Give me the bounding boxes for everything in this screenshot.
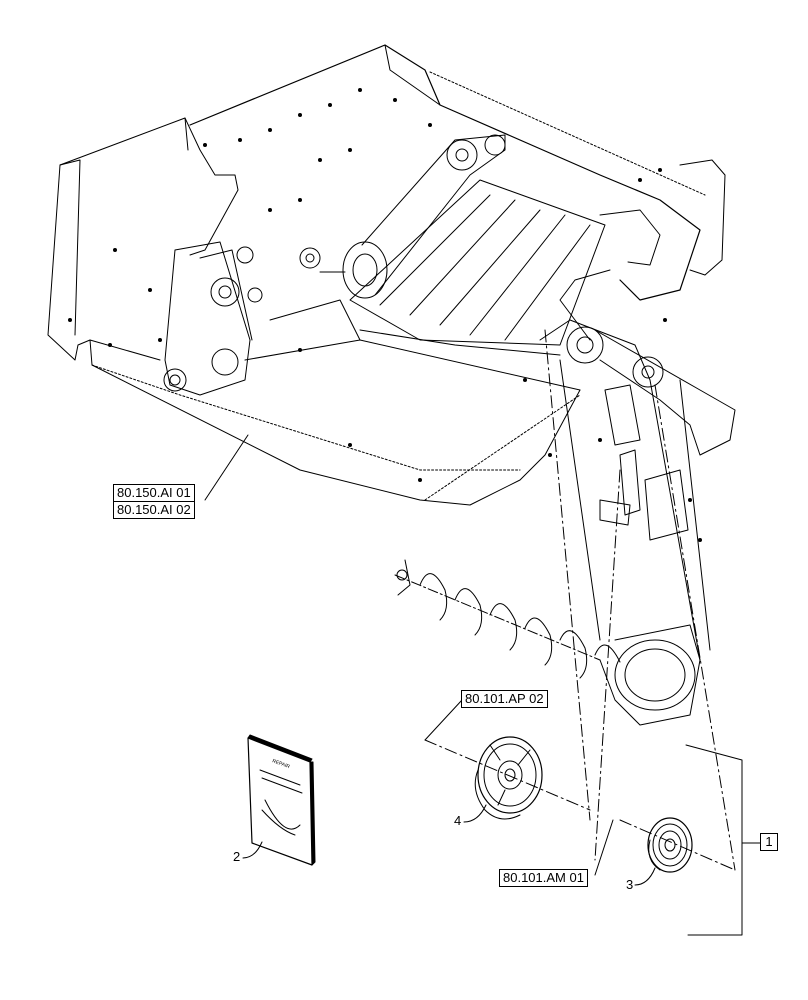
pickup-frame-assembly [47, 44, 736, 726]
sheave-part [647, 817, 693, 873]
reference-80-101-ap02[interactable]: 80.101.AP 02 [461, 690, 548, 708]
reference-80-101-am01[interactable]: 80.101.AM 01 [499, 869, 588, 887]
reference-80-150-ai01[interactable]: 80.150.AI 01 [113, 484, 195, 502]
reference-lines [424, 329, 736, 871]
reference-80-150-ai02[interactable]: 80.150.AI 02 [113, 501, 195, 519]
callout-item-2: 2 [233, 849, 241, 864]
callout-item-4: 4 [454, 813, 462, 828]
pulley-part [474, 736, 543, 820]
manual-part [247, 734, 316, 866]
item-1-box: 1 [760, 833, 778, 851]
manual-cover-text: REPAIR [271, 758, 291, 770]
auger-assembly [394, 559, 621, 679]
leader-lines [204, 434, 761, 936]
callout-item-3: 3 [626, 877, 634, 892]
